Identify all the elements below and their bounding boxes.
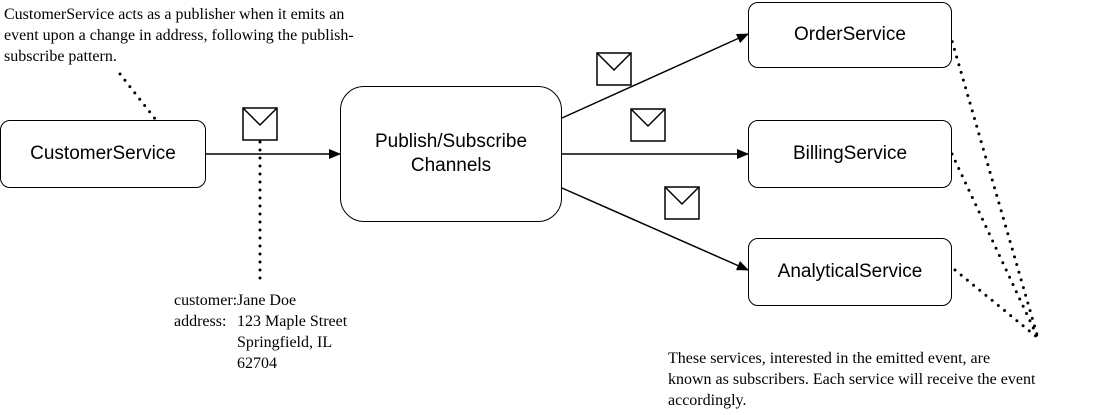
arrow-channels-to-order <box>561 33 749 119</box>
billing-service-node: BillingService <box>748 120 952 188</box>
customer-service-label: CustomerService <box>30 143 176 165</box>
publisher-annotation-line: CustomerService acts as a publisher when… <box>4 6 345 23</box>
publish-subscribe-channels-node: Publish/Subscribe Channels <box>340 86 562 222</box>
channels-label-line1: Publish/Subscribe <box>374 131 528 153</box>
event-payload-annotation: customer: Jane Doe address: 123 Maple St… <box>174 290 347 374</box>
payload-address-key: address: <box>174 313 227 330</box>
payload-customer-value: Jane Doe <box>237 292 297 309</box>
publisher-annotation-line: subscribe pattern. <box>4 48 117 65</box>
publisher-annotation-line: event upon a change in address, followin… <box>4 27 354 44</box>
subscriber-annotation: These services, interested in the emitte… <box>668 348 1035 411</box>
payload-customer-key: customer: <box>174 292 238 309</box>
channels-label-line2: Channels <box>410 155 492 176</box>
payload-address-line: 123 Maple Street <box>237 313 348 330</box>
order-service-node: OrderService <box>748 2 952 68</box>
subscriber-annotation-line: These services, interested in the emitte… <box>668 350 991 367</box>
subscriber-annotation-line: known as subscribers. Each service will … <box>668 371 1036 388</box>
analytical-service-label: AnalyticalService <box>777 261 923 283</box>
analytical-service-node: AnalyticalService <box>748 238 952 306</box>
envelope-icon <box>596 52 632 86</box>
envelope-icon <box>630 108 666 142</box>
envelope-icon <box>242 107 278 141</box>
publisher-annotation: CustomerService acts as a publisher when… <box>4 4 354 67</box>
payload-address-line: 62704 <box>237 355 277 372</box>
payload-address-line: Springfield, IL <box>237 334 333 351</box>
arrow-channels-to-analytical <box>561 187 749 271</box>
leader-order-subscriber <box>948 32 1040 340</box>
order-service-label: OrderService <box>794 24 906 46</box>
customer-service-node: CustomerService <box>0 120 206 188</box>
subscriber-annotation-line: accordingly. <box>668 392 747 409</box>
billing-service-label: BillingService <box>792 143 908 165</box>
envelope-icon <box>664 186 700 220</box>
leader-billing-subscriber <box>950 152 1040 340</box>
leader-analytical-subscriber <box>953 268 1040 340</box>
leader-publisher-note <box>118 72 158 122</box>
